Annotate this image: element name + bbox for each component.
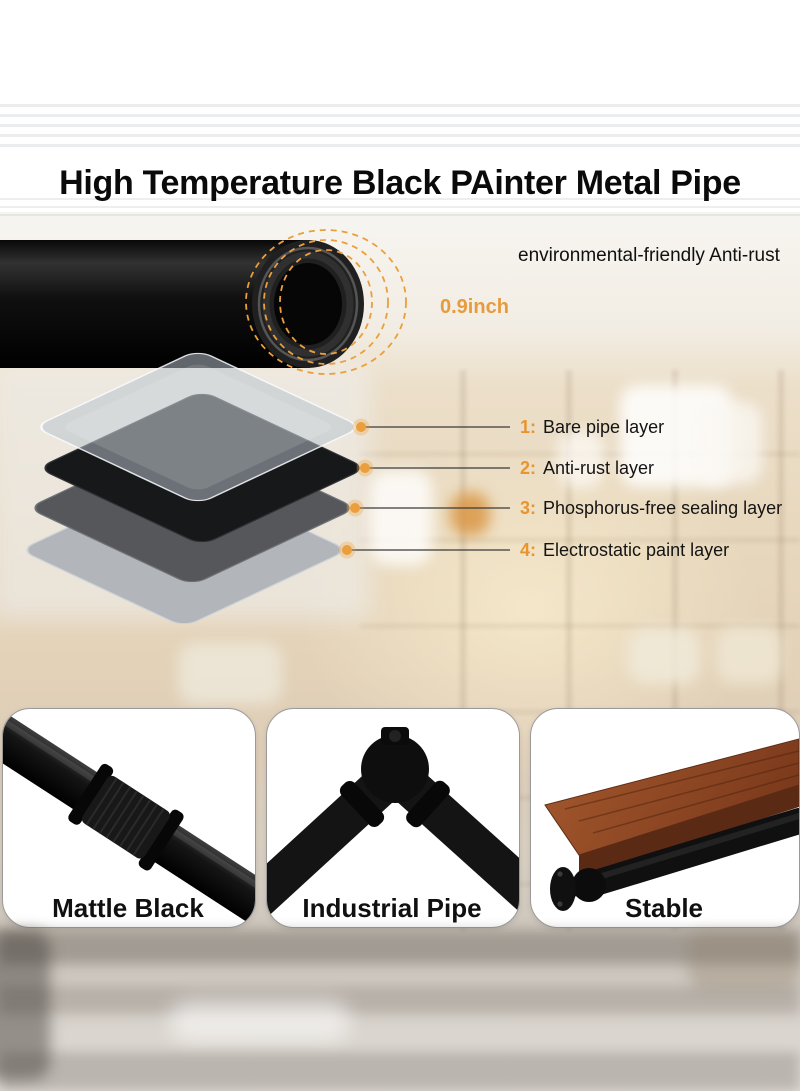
folded-clothes-blur [628,628,700,684]
right-shelf-blob [688,932,800,990]
pipe-illustration [0,240,364,368]
floor-bottom-shelf-blur [0,1052,800,1091]
floor-shelf-edge-blur [0,930,800,964]
floor-shadow-band-blur [0,986,800,1014]
layer-bare-pipe-glass [40,352,356,502]
wood-shelf [544,738,799,877]
callout-lines [347,426,510,551]
feature-card-industrial-pipe [266,708,520,928]
feature-card-matte-black [2,708,256,928]
dark-shelf-blob [0,930,50,1080]
legend-label: Anti-rust layer [543,458,655,478]
legend-row: 4: Electrostatic paint layer [520,537,729,563]
pipe-bracket [550,808,799,911]
hero-illustration [0,229,510,625]
legend-number: 4: [520,540,537,560]
legend-label: Phosphorus-free sealing layer [543,498,783,518]
legend-number: 2: [520,458,537,478]
hanging-clothes-blur [558,430,604,488]
diagonal-pipe [3,709,255,927]
elbow-pipe-image [267,727,519,918]
folded-clothes-blur [178,642,282,704]
elbow-pipes [267,727,519,918]
legend-number: 3: [520,498,537,518]
orange-box-blur [450,492,490,536]
shelf-bracket-image [544,738,799,911]
hanging-clothes-blur [700,402,762,484]
pipe-size-label: 0.9inch [440,296,509,318]
legend-label: Bare pipe layer [543,417,665,437]
legend-row: 2: Anti-rust layer [520,455,654,481]
shirt-blur [370,470,432,565]
anti-rust-note: environmental-friendly Anti-rust [518,245,780,266]
layer-stack [26,352,360,625]
legend-row: 1: Bare pipe layer [520,414,664,440]
floor-highlight-blur [170,1000,350,1042]
matte-black-pipe-image [3,709,255,927]
legend-label: Electrostatic paint layer [543,540,730,560]
measurement-dashed-circles [245,229,407,375]
legend-number: 1: [520,417,537,437]
callout-dots [338,418,374,559]
feature-label-matte-black: Mattle Black [52,893,204,923]
top-white-band [0,0,800,222]
feature-label-stable: Stable [624,893,704,923]
feature-card-stable [530,708,800,928]
feature-label-industrial-pipe: Industrial Pipe [302,893,482,923]
folded-clothes-blur [716,626,782,684]
page-title: High Temperature Black PAinter Metal Pip… [59,164,741,202]
blinds-stripes-top [0,104,800,152]
blinds-stripes-under-title [0,198,800,222]
legend-row: 3: Phosphorus-free sealing layer [520,495,782,521]
